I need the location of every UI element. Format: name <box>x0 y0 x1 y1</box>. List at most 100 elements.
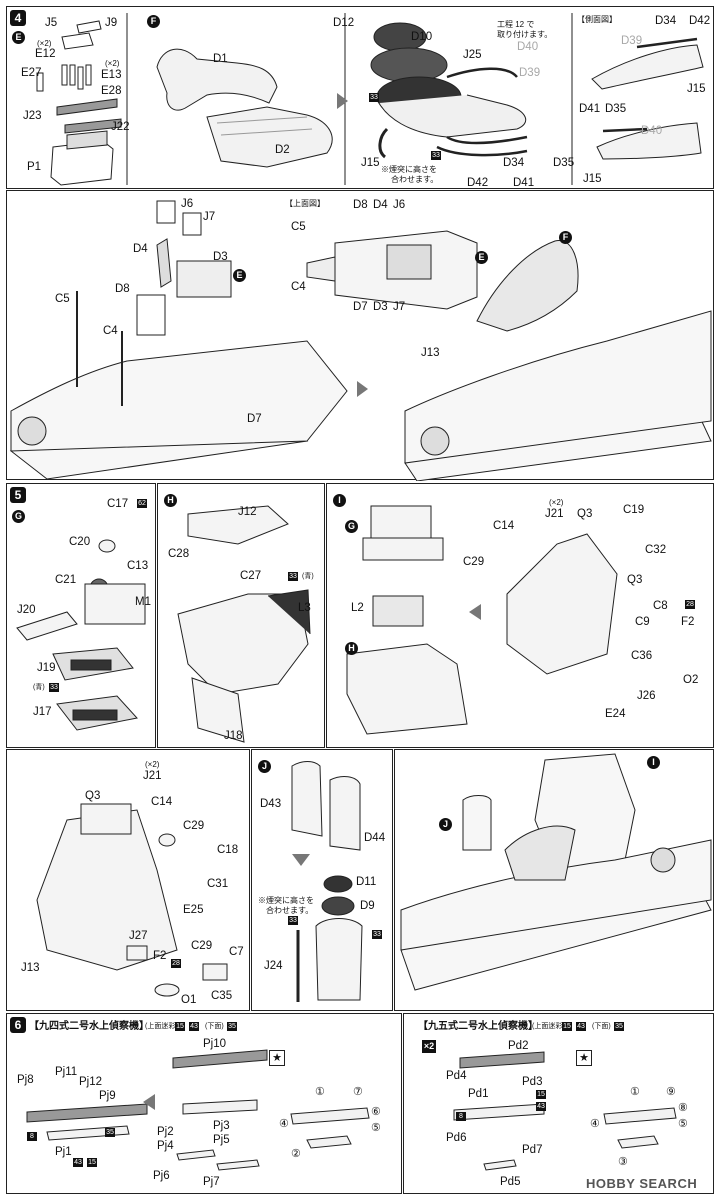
decal-number: ⑤ <box>678 1118 688 1130</box>
type95-drawing <box>453 1051 677 1171</box>
part-label-e27: E27 <box>21 67 42 79</box>
note-height-1: ※煙突に高さを <box>258 896 314 905</box>
part-label-pj11: Pj11 <box>55 1066 78 1078</box>
part-label-d8: D8 <box>115 283 130 295</box>
part-label-pj9: Pj9 <box>99 1090 116 1102</box>
sub-marker-g: G <box>12 510 25 523</box>
paint-number: 35 <box>227 1022 237 1031</box>
part-label-e28: E28 <box>101 85 122 97</box>
top-view-title: 【上面図】 <box>285 199 325 208</box>
part-label-c29-b: C29 <box>191 940 213 952</box>
decal-number: ⑧ <box>678 1102 688 1114</box>
part-label-j22: J22 <box>111 121 130 133</box>
g-drawing <box>16 539 146 731</box>
part-label-d10: D10 <box>411 31 433 43</box>
side-label-d42: D42 <box>689 15 711 27</box>
type94-title: 【九四式二号水上偵察機】 <box>29 1021 149 1032</box>
side-label-d41: D41 <box>579 103 601 115</box>
part-label-j23: J23 <box>23 110 42 122</box>
part-label-pj3: Pj3 <box>213 1120 230 1132</box>
part-label-c17: C17 <box>107 498 129 510</box>
i-drawing <box>346 505 618 735</box>
part-label-p1: P1 <box>27 161 42 173</box>
star-icon: ★ <box>269 1050 285 1066</box>
part-label-q3-b: Q3 <box>627 574 643 586</box>
part-label-pj4: Pj4 <box>157 1140 174 1152</box>
paint-number: 33 <box>288 572 298 581</box>
part-label-j24: J24 <box>264 960 283 972</box>
part-label-e12: E12 <box>35 48 56 60</box>
part-label-c5: C5 <box>55 293 70 305</box>
paint-number: 33 <box>369 93 379 102</box>
side-label-d35: D35 <box>605 103 627 115</box>
side-label-j15-b: J15 <box>583 173 602 185</box>
part-number: 8 <box>456 1112 466 1121</box>
paint-number: 33 <box>49 683 59 692</box>
part-label-e13: E13 <box>101 69 122 81</box>
part-label-j19: J19 <box>37 662 56 674</box>
top-label-d8: D8 <box>353 199 368 211</box>
sub-marker-h: H <box>164 494 177 507</box>
side-label-d39: D39 <box>621 35 643 47</box>
part-qty: (×2) <box>145 760 160 769</box>
decal-number: ⑦ <box>353 1086 363 1098</box>
part-label-c28: C28 <box>168 548 190 560</box>
decal-number: ③ <box>618 1156 628 1168</box>
part-label-d7: D7 <box>247 413 262 425</box>
part-qty: (×2) <box>37 39 52 48</box>
paint-mark: (青) <box>33 684 45 691</box>
part-label-pj12: Pj12 <box>79 1076 103 1088</box>
step4-top-drawings <box>36 13 704 186</box>
part-qty: (×2) <box>105 59 120 68</box>
watermark: HOBBY SEARCH <box>586 1176 698 1191</box>
side-label-d40: D40 <box>641 125 663 137</box>
part-label-j20: J20 <box>17 604 36 616</box>
part-label-d41: D41 <box>513 177 535 189</box>
part-number: 8 <box>27 1132 37 1141</box>
part-label-j7: J7 <box>203 211 216 223</box>
part-label-j15: J15 <box>361 157 380 169</box>
part-number: 15 <box>536 1090 546 1099</box>
part-label-pd5: Pd5 <box>500 1176 521 1188</box>
type94-drawing <box>26 1049 370 1171</box>
part-label-d35: D35 <box>553 157 575 169</box>
part-label-d2: D2 <box>275 144 290 156</box>
part-label-j26: J26 <box>637 690 656 702</box>
part-label-c21: C21 <box>55 574 77 586</box>
step5-panel-g: 5 G C17 62 C20 C13 C21 M1 J20 J19 (青) 33… <box>6 483 156 748</box>
sub-marker-j: J <box>439 818 452 831</box>
part-label-c29: C29 <box>183 820 205 832</box>
step5-panel-j: J D43 D44 D11 ※煙突に高さを 合わせます。 D9 33 33 J2… <box>251 749 393 1011</box>
part-label-q3: Q3 <box>85 790 101 802</box>
step5-panel-i: I G H L2 (×2) J21 Q3 C19 C14 C32 C29 Q3 … <box>326 483 714 748</box>
decal-number: ④ <box>279 1118 289 1130</box>
part-label-d42: D42 <box>467 177 489 189</box>
decal-number: ⑥ <box>371 1106 381 1118</box>
part-label-j25: J25 <box>463 49 482 61</box>
part-label-j21: J21 <box>545 508 564 520</box>
top-label-c4: C4 <box>291 281 306 293</box>
part-label-e24: E24 <box>605 708 626 720</box>
paint-number: 28 <box>171 959 181 968</box>
part-number: 43 <box>73 1158 83 1167</box>
sub-marker-f: F <box>559 231 572 244</box>
next-arrow <box>337 93 348 109</box>
part-label-d3: D3 <box>213 251 228 263</box>
next-arrow <box>357 381 368 397</box>
part-label-c7: C7 <box>229 946 244 958</box>
part-label-m1: M1 <box>135 596 151 608</box>
part-label-j6: J6 <box>181 198 194 210</box>
sub-marker-j: J <box>258 760 271 773</box>
part-label-j13: J13 <box>421 347 440 359</box>
paint-note-upper: (上面迷彩) <box>532 1023 565 1030</box>
note-height-2: 合わせます。 <box>266 906 314 915</box>
sub-marker-i: I <box>333 494 346 507</box>
step5-panel-assembly: (×2) J21 Q3 C14 C29 C18 C31 E25 J27 C29 … <box>6 749 250 1011</box>
part-number: 15 <box>87 1158 97 1167</box>
step-number-4: 4 <box>10 10 26 26</box>
step4-hull-drawings <box>9 200 712 481</box>
paint-number: 43 <box>576 1022 586 1031</box>
part-label-c29: C29 <box>463 556 485 568</box>
part-label-o2: O2 <box>683 674 699 686</box>
